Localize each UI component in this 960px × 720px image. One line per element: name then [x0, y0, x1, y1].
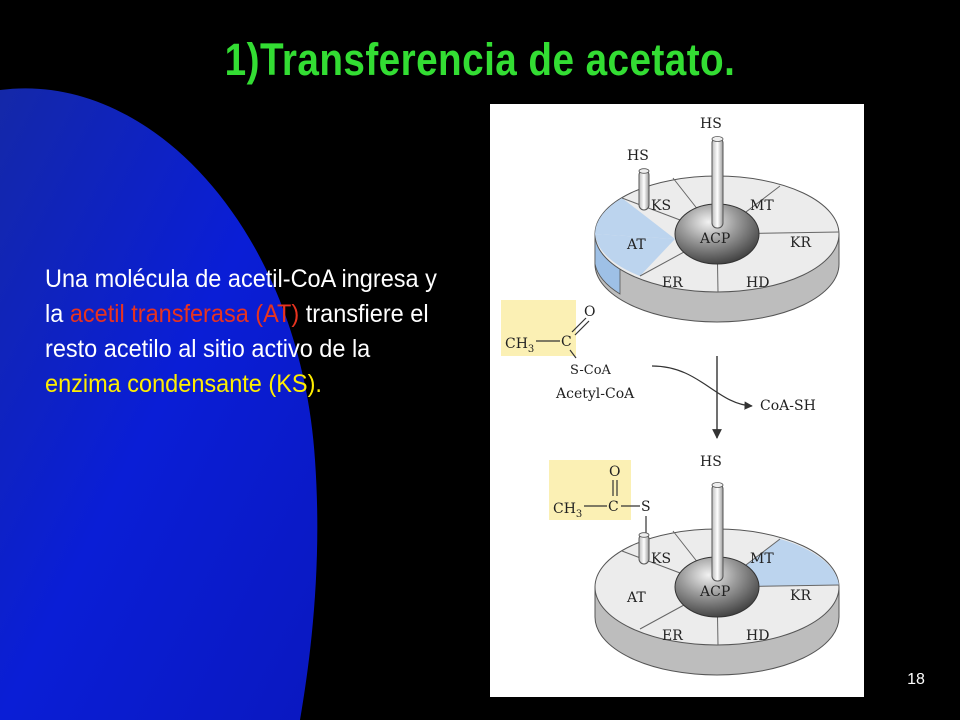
page-number: 18 [907, 671, 925, 688]
top-segment-at: AT [626, 237, 646, 253]
top-enzyme-wheel: KS MT KR HD ER AT ACP HS HS [594, 116, 840, 323]
acetyl-coa-molecule: CH3 C O S-CoA Acetyl-CoA [501, 300, 635, 402]
condensing-enzyme-highlight: enzima condensante (KS). [45, 370, 322, 398]
bottom-segment-kr: KR [790, 588, 811, 604]
acetyl-ch3-text: CH3 [505, 336, 534, 355]
bound-sulfur: S [641, 499, 651, 515]
bottom-enzyme-wheel: KS MT KR HD ER AT ACP HS [594, 454, 840, 676]
top-ks-thiol: HS [627, 148, 649, 164]
acetyl-oxygen: O [584, 304, 595, 320]
bottom-segment-mt: MT [750, 551, 774, 567]
top-segment-kr: KR [790, 235, 811, 251]
bottom-acp-thiol: HS [700, 454, 722, 470]
bound-carbon: C [608, 499, 619, 515]
top-acp-thiol: HS [700, 116, 722, 132]
acetyl-s-coa: S-CoA [570, 363, 612, 378]
bound-ch3-text: CH3 [553, 501, 582, 520]
bottom-segment-hd: HD [746, 628, 769, 644]
top-segment-er: ER [662, 275, 683, 291]
bottom-segment-ks: KS [651, 551, 671, 567]
top-center-acp: ACP [699, 231, 730, 247]
acetyl-coa-label: Acetyl-CoA [555, 386, 635, 402]
top-segment-ks: KS [651, 198, 671, 214]
top-segment-hd: HD [746, 275, 769, 291]
reaction-arrows: CoA-SH [651, 356, 816, 439]
fatty-acid-synthase-diagram: KS MT KR HD ER AT ACP HS HS CH3 C O [490, 104, 864, 697]
bound-oxygen: O [609, 464, 620, 480]
bottom-segment-at: AT [626, 590, 646, 606]
acetyl-carbon: C [561, 334, 572, 350]
body-paragraph: Una molécula de acetil-CoA ingresa y la … [45, 262, 440, 402]
top-segment-mt: MT [750, 198, 774, 214]
acetyl-transferase-highlight: acetil transferasa (AT) [69, 300, 300, 328]
acetyl-group-bound: CH3 C O S [549, 460, 651, 534]
coa-sh-label: CoA-SH [760, 398, 816, 414]
body-text-plain-2: transfiere el resto acetilo al sitio act… [45, 300, 429, 363]
bottom-segment-er: ER [662, 628, 683, 644]
body-text-plain: Una molécula de acetil-CoA ingresa y la [45, 265, 437, 328]
slide-title: 1)Transferencia de acetato. [224, 34, 736, 85]
bottom-center-acp: ACP [699, 584, 730, 600]
